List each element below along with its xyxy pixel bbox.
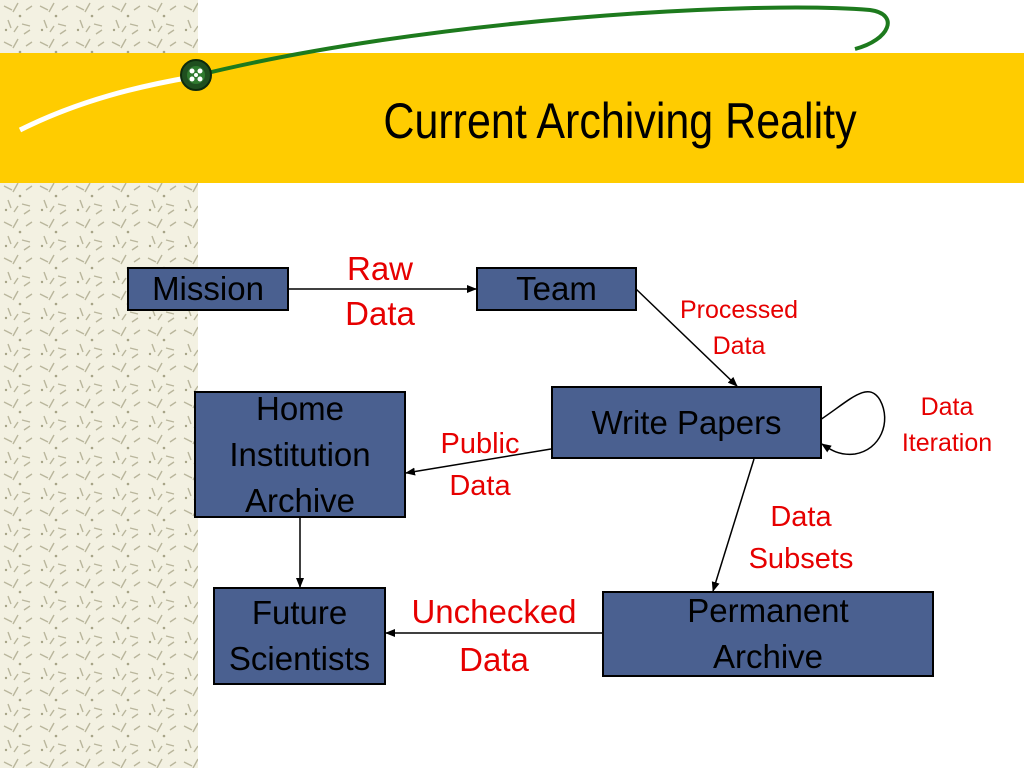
white-swoosh-line xyxy=(18,74,193,133)
raw-line-1: Raw xyxy=(346,250,414,287)
green-swoosh-line xyxy=(194,5,890,78)
slide-title: Current Archiving Reality xyxy=(383,93,857,149)
home-archive-line-1: Home xyxy=(255,389,345,427)
home-archive-line-2: Institution xyxy=(229,435,371,473)
node-permanent-archive: Permanent Archive xyxy=(602,591,934,677)
home-archive-line-3: Archive xyxy=(244,481,356,519)
future-line-2: Scientists xyxy=(228,640,371,677)
permanent-line-2: Archive xyxy=(712,638,824,675)
title-band xyxy=(0,53,1024,183)
processed-line-1: Processed xyxy=(679,296,799,324)
label-data-subsets: Data Subsets xyxy=(726,496,876,580)
public-line-2: Data xyxy=(449,470,511,502)
label-raw-data: Raw Data xyxy=(330,246,430,336)
label-public-data: Public Data xyxy=(420,423,540,507)
green-orb-icon xyxy=(180,59,212,91)
unchecked-line-1: Unchecked xyxy=(411,593,577,630)
node-write-papers-label: Write Papers xyxy=(591,403,782,441)
permanent-line-1: Permanent xyxy=(687,592,849,629)
subsets-line-2: Subsets xyxy=(748,543,854,575)
label-unchecked-data: Unchecked Data xyxy=(388,588,600,684)
iteration-line-1: Data xyxy=(920,393,974,421)
arrow-processed-data xyxy=(635,288,738,387)
label-processed-data: Processed Data xyxy=(664,292,814,364)
subsets-line-1: Data xyxy=(770,501,832,533)
raw-line-2: Data xyxy=(345,295,415,332)
node-write-papers: Write Papers xyxy=(551,386,822,459)
arrow-public-data xyxy=(405,448,552,476)
node-home-institution-archive: Home Institution Archive xyxy=(194,390,406,519)
node-mission-label: Mission xyxy=(152,270,264,307)
iteration-line-2: Iteration xyxy=(901,429,993,457)
arrow-data-iteration xyxy=(819,390,886,456)
public-line-1: Public xyxy=(440,428,520,460)
label-data-iteration: Data Iteration xyxy=(888,389,1006,461)
node-mission: Mission xyxy=(127,267,289,311)
node-future-scientists: Future Scientists xyxy=(213,587,386,685)
node-team-label: Team xyxy=(516,270,597,307)
unchecked-line-2: Data xyxy=(459,641,529,678)
arrow-data-subsets xyxy=(711,458,755,592)
future-line-1: Future xyxy=(251,594,348,631)
processed-line-2: Data xyxy=(712,332,766,360)
node-team: Team xyxy=(476,267,637,311)
